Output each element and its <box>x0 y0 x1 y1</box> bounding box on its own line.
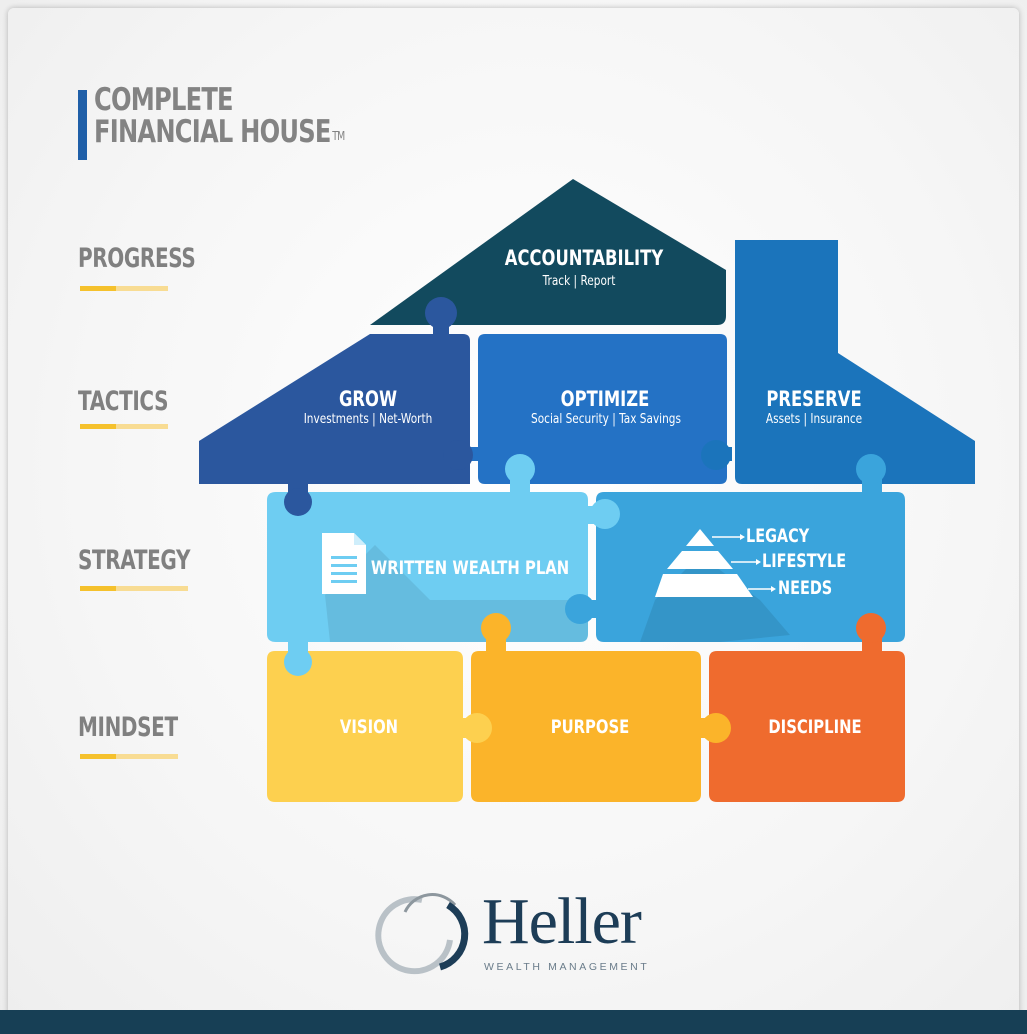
purpose-piece <box>471 651 701 802</box>
grow-subtitle: Investments | Net-Worth <box>303 411 433 427</box>
accountability-title: ACCOUNTABILITY <box>504 246 664 270</box>
accountability-subtitle: Track | Report <box>542 273 616 289</box>
row-label-mindset: MINDSET <box>78 712 178 743</box>
title-line-2: FINANCIAL HOUSE <box>94 114 331 150</box>
preserve-title: PRESERVE <box>766 387 862 411</box>
preserve-subtitle: Assets | Insurance <box>765 411 863 427</box>
discipline-title: DISCIPLINE <box>768 716 862 738</box>
vision-title: VISION <box>339 716 399 738</box>
optimize-title: OPTIMIZE <box>560 387 650 411</box>
logo-tagline: WEALTH MANAGEMENT <box>484 961 650 973</box>
optimize-subtitle: Social Security | Tax Savings <box>531 411 681 427</box>
pyramid-piece <box>596 492 905 642</box>
optimize-piece <box>478 334 727 484</box>
puzzle-knobs <box>284 297 886 743</box>
wealth-plan-piece <box>267 492 588 642</box>
pyramid-label-needs: NEEDS <box>778 577 833 599</box>
footer-bar <box>0 1010 1027 1034</box>
accountability-piece <box>370 179 726 325</box>
pyramid-icon <box>655 529 776 597</box>
purpose-title: PURPOSE <box>550 716 630 738</box>
wealth-plan-shadow <box>325 545 588 642</box>
discipline-piece <box>709 651 905 802</box>
trademark-mark: TM <box>332 129 345 143</box>
vision-piece <box>267 651 463 802</box>
row-label-strategy: STRATEGY <box>78 545 191 576</box>
wealth-plan-title: WRITTEN WEALTH PLAN <box>370 557 570 579</box>
pyramid-label-lifestyle: LIFESTYLE <box>762 550 847 572</box>
title-line-1: COMPLETE <box>94 82 234 118</box>
row-label-tactics: TACTICS <box>78 386 169 417</box>
grow-title: GROW <box>338 387 398 411</box>
title-accent-bar <box>78 90 87 160</box>
preserve-piece <box>735 240 975 484</box>
document-icon <box>322 533 366 594</box>
heller-logo-mark <box>375 893 469 975</box>
pyramid-shadow <box>640 555 790 642</box>
pyramid-label-legacy: LEGACY <box>746 525 810 547</box>
logo-wordmark: Heller <box>482 885 642 958</box>
row-label-progress: PROGRESS <box>78 243 196 274</box>
grow-piece <box>199 334 470 484</box>
